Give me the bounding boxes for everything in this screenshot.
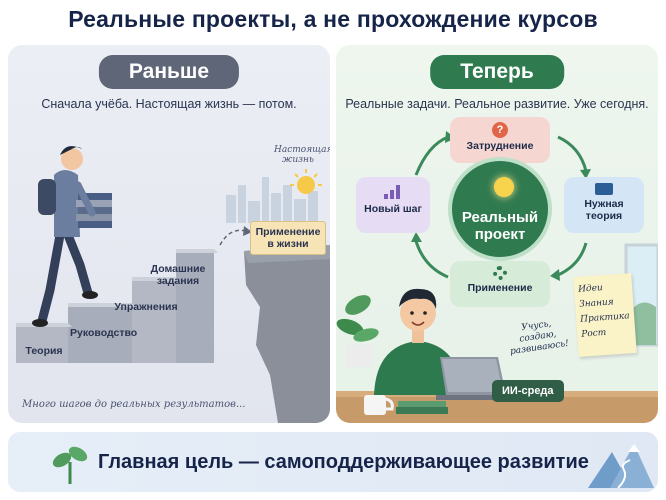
lightbulb-icon (494, 177, 514, 197)
goal-banner: Главная цель — самоподдерживающее развит… (8, 432, 658, 492)
before-subtitle: Сначала учёба. Настоящая жизнь — потом. (41, 97, 297, 111)
cycle-node-application: Применение (450, 261, 550, 307)
staircase-illustration (16, 146, 330, 423)
cycle-node-new-step-label: Новый шаг (364, 203, 422, 215)
book-icon (595, 183, 613, 195)
coffee-mug-icon (364, 395, 394, 415)
developer-person-icon (374, 288, 462, 395)
sticky-item: Рост (580, 327, 607, 340)
mountains-icon (588, 444, 654, 488)
plant-icon (336, 295, 379, 367)
step-label-guide: Руководство (70, 327, 138, 339)
ai-environment-badge: ИИ-среда (492, 380, 564, 402)
sprout-icon (52, 446, 88, 484)
sticky-note: Идеи Знания Практика Рост (573, 273, 637, 357)
city-skyline-icon (226, 177, 318, 223)
many-steps-note: Много шагов до реальных результатов... (22, 399, 246, 410)
cycle-node-new-step: Новый шаг (356, 177, 430, 233)
gear-icon (493, 266, 507, 280)
cycle-node-difficulty: ? Затруднение (450, 117, 550, 163)
stairs-shape (16, 249, 218, 363)
now-panel: Теперь Реальные задачи. Реальное развити… (336, 45, 658, 423)
cycle-node-theory: Нужная теория (564, 177, 644, 233)
cliff-shape (244, 245, 330, 423)
cycle-node-theory-label: Нужная теория (584, 198, 624, 222)
apply-in-life-box: Применение в жизни (250, 221, 326, 255)
cycle-node-application-label: Применение (467, 282, 533, 294)
cycle-node-difficulty-label: Затруднение (466, 140, 534, 152)
before-heading: Раньше (98, 55, 240, 89)
real-project-label: Реальный проект (461, 209, 539, 243)
now-heading: Теперь (430, 55, 564, 89)
books-stack-icon (396, 401, 448, 414)
real-project-circle: Реальный проект (448, 157, 552, 261)
dashed-arrow-icon (219, 229, 247, 246)
now-subtitle: Реальные задачи. Реальное развитие. Уже … (345, 97, 649, 111)
real-life-note: Настоящая жизнь (274, 145, 330, 165)
sun-icon (290, 169, 322, 194)
step-label-theory: Теория (25, 345, 63, 357)
question-icon: ? (492, 122, 508, 138)
cycle-illustration (336, 131, 658, 423)
laptop-icon (436, 357, 516, 400)
cycle-arrows-icon (414, 135, 588, 279)
before-panel: Раньше Сначала учёба. Настоящая жизнь — … (8, 45, 330, 423)
goal-banner-text: Главная цель — самоподдерживающее развит… (98, 451, 589, 473)
page-title: Реальные проекты, а не прохождение курсо… (68, 6, 598, 32)
step-label-homework: Домашние задания (150, 263, 206, 287)
step-label-exercises: Упражнения (114, 301, 178, 313)
bar-chart-icon (384, 185, 402, 199)
student-with-books-icon (32, 146, 112, 327)
